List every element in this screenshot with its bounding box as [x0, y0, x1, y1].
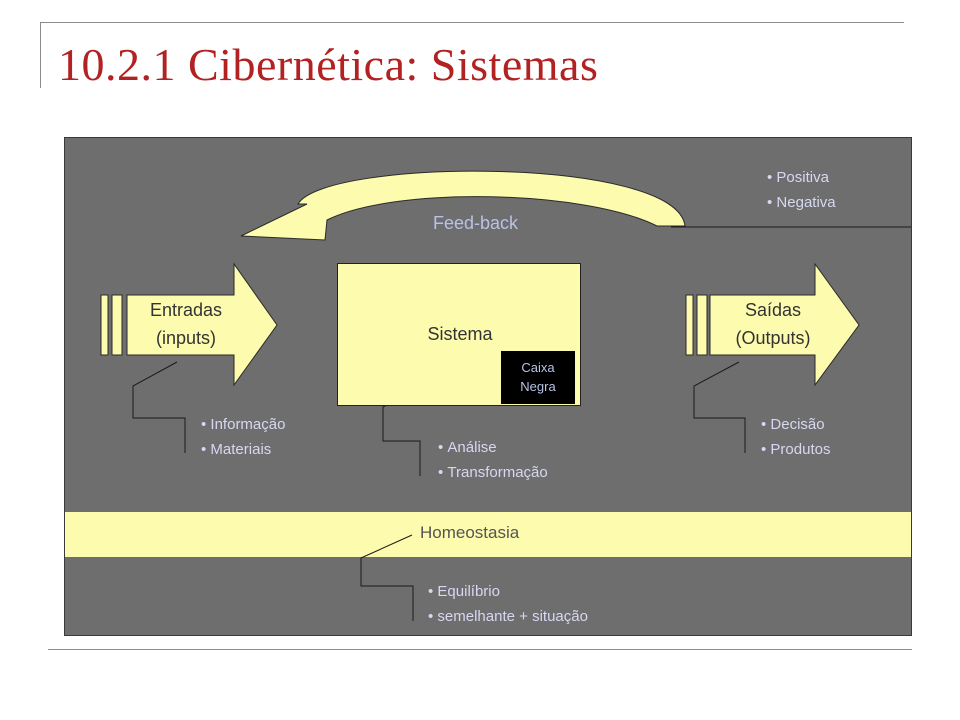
outputs-label: Saídas (Outputs) — [713, 296, 833, 352]
inputs-item-materials: Materiais — [201, 437, 285, 462]
homeostasis-items: Equilíbrio semelhante + situação — [428, 579, 588, 629]
feedback-label: Feed-back — [433, 213, 519, 233]
diagram-panel: Homeostasia Feed-back Positiva Negativa … — [64, 137, 912, 636]
feedback-types: Positiva Negativa — [767, 165, 836, 215]
outputs-label-line2: (Outputs) — [735, 328, 811, 348]
outputs-label-line1: Saídas — [744, 300, 802, 320]
homeostasis-callout — [360, 534, 414, 621]
system-items: Análise Transformação — [438, 435, 548, 485]
diagram-shapes — [100, 170, 911, 621]
inputs-arrow — [126, 262, 278, 387]
outputs-stripe-2 — [696, 294, 708, 356]
homeostasis-label: Homeostasia — [420, 523, 520, 542]
inputs-item-information: Informação — [201, 412, 285, 437]
slide-title: 10.2.1 Cibernética: Sistemas — [58, 39, 599, 90]
inputs-label-line1: Entradas — [149, 300, 223, 320]
system-label: Sistema — [427, 324, 493, 344]
left-rule — [40, 22, 41, 88]
black-box: Caixa Negra — [501, 351, 575, 404]
inputs-label-line2: (inputs) — [155, 328, 217, 348]
homeostasis-item-situation: semelhante + situação — [428, 604, 588, 629]
homeostasis-band: Homeostasia — [65, 512, 911, 557]
inputs-stripe-1 — [100, 294, 109, 356]
homeostasis-item-equilibrium: Equilíbrio — [428, 579, 588, 604]
inputs-stripe-2 — [111, 294, 123, 356]
feedback-type-positive: Positiva — [767, 165, 836, 190]
bottom-rule — [48, 649, 912, 650]
top-rule — [40, 22, 904, 23]
outputs-item-products: Produtos — [761, 437, 830, 462]
inputs-items: Informação Materiais — [201, 412, 285, 462]
outputs-callout — [693, 361, 746, 453]
outputs-items: Decisão Produtos — [761, 412, 830, 462]
feedback-arrow — [240, 170, 686, 241]
inputs-callout — [132, 361, 186, 453]
outputs-item-decision: Decisão — [761, 412, 830, 437]
black-box-line2: Negra — [520, 379, 556, 394]
outputs-arrow — [709, 262, 860, 387]
feedback-type-negative: Negativa — [767, 190, 835, 215]
system-item-analysis: Análise — [438, 435, 548, 460]
inputs-label: Entradas (inputs) — [131, 296, 241, 352]
system-item-transformation: Transformação — [438, 460, 547, 485]
outputs-stripe-1 — [685, 294, 694, 356]
black-box-line1: Caixa — [521, 360, 555, 375]
